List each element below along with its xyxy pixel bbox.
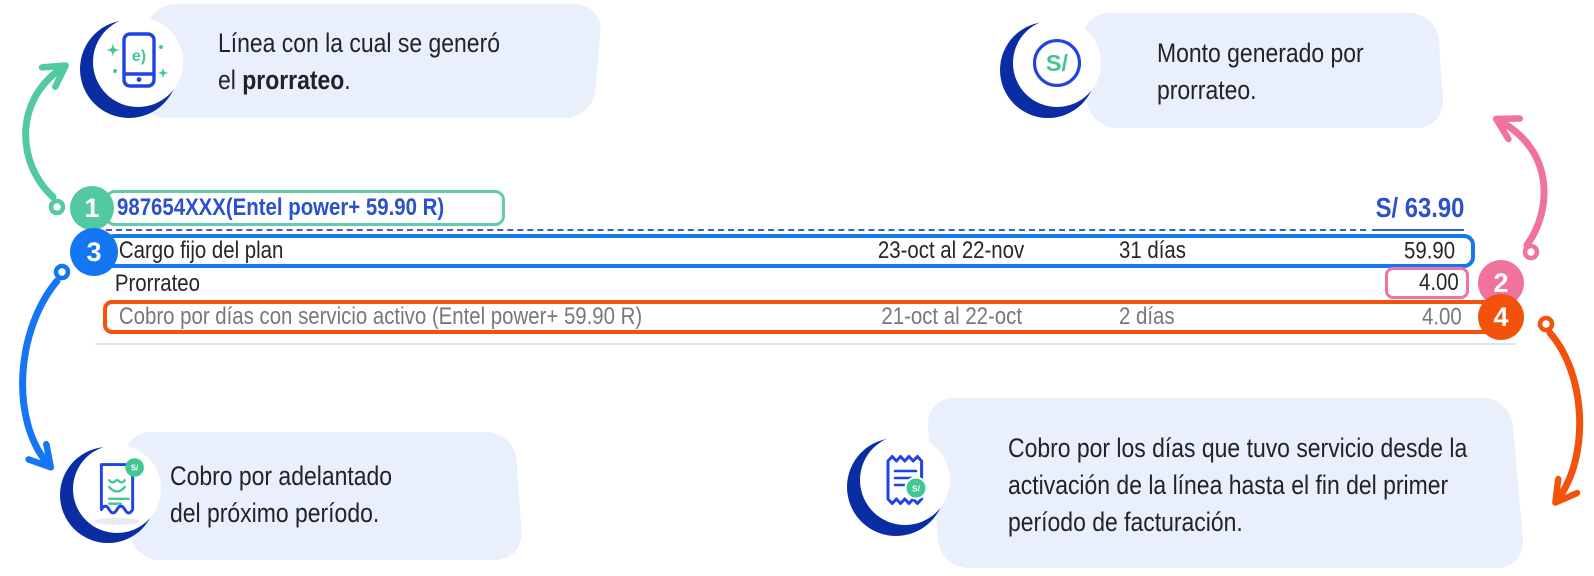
row-label: Prorrateo: [114, 270, 200, 297]
bill-row-cobro-dias-activo: Cobro por días con servicio activo (Ente…: [103, 300, 1516, 334]
receipt-smiley-icon: S/: [94, 458, 144, 525]
svg-text:e): e): [132, 48, 146, 65]
callout-top-right: Monto generado por prorrateo.: [1085, 13, 1441, 128]
row-period: 21-oct al 22-oct: [881, 303, 1022, 330]
badge-4: 4: [1478, 294, 1524, 340]
badge-1: 1: [70, 186, 114, 230]
connector-dot-pink: [1522, 243, 1540, 261]
row-label: Cobro por días con servicio activo (Ente…: [118, 303, 643, 330]
callout-bottom-right-text: Cobro por los días que tuvo servicio des…: [1008, 433, 1468, 537]
row-days: 31 días: [1119, 237, 1186, 264]
svg-text:S/: S/: [131, 463, 139, 472]
connector-dot-teal: [48, 198, 66, 216]
phone-icon: e): [106, 32, 169, 88]
svg-text:S/: S/: [1046, 50, 1069, 76]
bill-table: 987654XXX(Entel power+ 59.90 R) S/ 63.90…: [95, 187, 1516, 345]
row-days: 2 días: [1119, 303, 1175, 330]
callout-bottom-right: Cobro por los días que tuvo servicio des…: [933, 398, 1518, 568]
line-number-highlight-box: 987654XXX(Entel power+ 59.90 R): [105, 190, 505, 226]
row-period: 23-oct al 22-nov: [878, 237, 1025, 264]
connector-dot-blue: [53, 263, 71, 281]
arrow-teal: [22, 68, 62, 201]
row-label: Cargo fijo del plan: [118, 237, 284, 264]
row-amount: 4.00: [1419, 269, 1459, 296]
callout-top-left-text: Línea con la cual se generó el prorrateo…: [218, 28, 500, 95]
callout-top-left: Línea con la cual se generó el prorrateo…: [143, 4, 598, 118]
receipt-currency-icon: S/: [886, 455, 928, 505]
connector-dot-orange: [1537, 315, 1555, 333]
currency-icon: S/: [1032, 38, 1082, 88]
prorrateo-amount-highlight-box: 4.00: [1385, 267, 1469, 299]
row-amount: 4.00: [1422, 303, 1462, 331]
total-amount: S/ 63.90: [1375, 192, 1464, 223]
bill-row-prorrateo: Prorrateo: [103, 269, 1475, 299]
badge-3: 3: [70, 228, 118, 276]
dashed-separator: [106, 229, 1366, 231]
solid-separator-segment: [1372, 229, 1464, 231]
svg-text:S/: S/: [912, 484, 921, 494]
line-number: 987654XXX(Entel power+ 59.90 R): [117, 194, 445, 221]
callout-bottom-left: Cobro por adelantado del próximo período…: [127, 432, 519, 560]
callout-bottom-left-text: Cobro por adelantado del próximo período…: [170, 461, 393, 528]
callout-top-right-text: Monto generado por prorrateo.: [1157, 38, 1364, 105]
row-amount: 59.90: [1403, 237, 1455, 265]
bill-row-cargo-fijo: Cargo fijo del plan 23-oct al 22-nov 31 …: [103, 234, 1475, 268]
arrow-blue: [19, 277, 61, 464]
